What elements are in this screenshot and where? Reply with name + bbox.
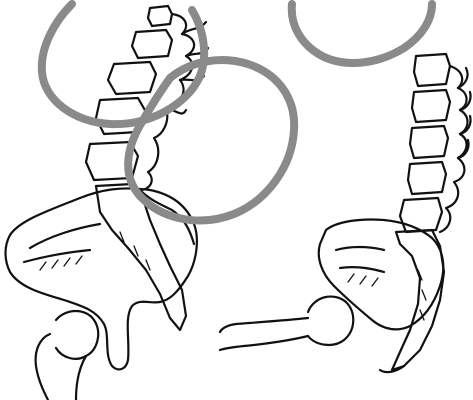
left-figure — [6, 6, 209, 400]
annotation-layer — [42, 4, 432, 220]
left-femur-head — [56, 311, 98, 359]
right-pelvis — [319, 219, 444, 372]
right-sacrum — [392, 230, 444, 370]
right-ilium-outline — [319, 219, 444, 329]
right-vertebra-4 — [408, 162, 446, 194]
right-vertebrae — [400, 54, 471, 232]
left-vertebra-1 — [148, 6, 172, 26]
left-vertebra-3 — [108, 62, 156, 94]
right-vertebra-5 — [400, 198, 442, 232]
right-vertebra-3 — [410, 126, 448, 158]
right-vertebra-1 — [414, 54, 450, 86]
left-hatching — [40, 232, 150, 270]
right-femur-head — [308, 297, 353, 345]
right-figure — [220, 54, 471, 372]
right-femur-shaft — [220, 318, 308, 350]
left-posterior-elements — [140, 14, 194, 190]
left-sacrum — [96, 184, 186, 330]
left-ilium-crest-detail — [24, 224, 100, 262]
left-vertebra-2 — [132, 30, 172, 58]
annotation-ellipse-top-right — [292, 4, 432, 63]
right-vertebra-2 — [412, 90, 450, 122]
left-femur-neck — [36, 334, 86, 400]
right-femur — [220, 297, 353, 350]
right-ilium-detail — [336, 247, 384, 272]
left-femur — [36, 311, 99, 400]
